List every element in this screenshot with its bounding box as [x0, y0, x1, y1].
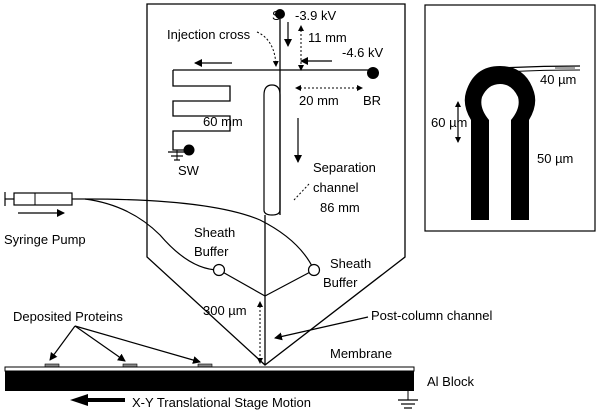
br-reservoir — [367, 67, 379, 79]
post-column-pointer — [274, 316, 369, 341]
injection-cross-pointer — [256, 31, 279, 67]
separation-loop — [263, 84, 281, 216]
serpentine-channel — [172, 70, 231, 151]
s-reservoir — [275, 9, 285, 19]
stage-motion-label: X-Y Translational Stage Motion — [132, 395, 311, 410]
stage-motion-arrow — [70, 394, 125, 406]
inset-height-label: 60 µm — [431, 115, 467, 130]
br-label: BR — [363, 93, 381, 108]
gap-label: 300 µm — [203, 303, 247, 318]
syringe-icon — [4, 192, 85, 206]
chip-outline — [146, 3, 406, 366]
membrane — [4, 366, 415, 372]
protein-pointer-3 — [74, 325, 201, 364]
s-voltage: -3.9 kV — [295, 8, 337, 23]
inset-emitter — [464, 66, 536, 220]
br-voltage: -4.6 kV — [342, 45, 384, 60]
sheath-line-top — [84, 198, 315, 271]
al-block-label: Al Block — [427, 374, 474, 389]
injection-length-label: 11 mm — [308, 30, 347, 45]
membrane-label: Membrane — [330, 346, 392, 361]
inset-capillary-2 — [501, 69, 581, 73]
sheath-left-label-2: Buffer — [194, 244, 229, 259]
inset-top-width-label: 40 µm — [540, 72, 576, 87]
sw-reservoir — [183, 144, 195, 156]
separation-label-2: channel — [313, 180, 359, 195]
sheath-reservoir-right — [307, 263, 321, 277]
inset-side-width-label: 50 µm — [537, 151, 573, 166]
separation-length-label: 86 mm — [320, 200, 360, 215]
sheath-left-label-1: Sheath — [194, 225, 235, 240]
sheath-right-label-1: Sheath — [330, 256, 371, 271]
post-column-label: Post-column channel — [371, 308, 493, 323]
separation-pointer — [293, 183, 310, 201]
inset-frame — [424, 4, 596, 232]
injection-cross-label: Injection cross — [167, 27, 251, 42]
sheath-left-to-tip — [218, 269, 266, 297]
sheath-right-to-tip — [264, 269, 315, 297]
syringe-pump-label: Syringe Pump — [4, 232, 86, 247]
inset-capillary — [499, 65, 581, 69]
sw-label: SW — [178, 163, 200, 178]
separation-label-1: Separation — [313, 160, 376, 175]
sheath-line-left — [84, 198, 220, 271]
al-block — [5, 371, 414, 391]
br-length-label: 20 mm — [299, 93, 339, 108]
sheath-reservoir-left — [212, 263, 226, 277]
deposited-proteins-label: Deposited Proteins — [13, 309, 123, 324]
s-label: S — [272, 8, 281, 23]
sheath-right-label-2: Buffer — [323, 275, 358, 290]
protein-pointer-2 — [74, 325, 126, 362]
sw-length-label: 60 mm — [203, 114, 243, 129]
protein-pointer-1 — [49, 325, 76, 361]
